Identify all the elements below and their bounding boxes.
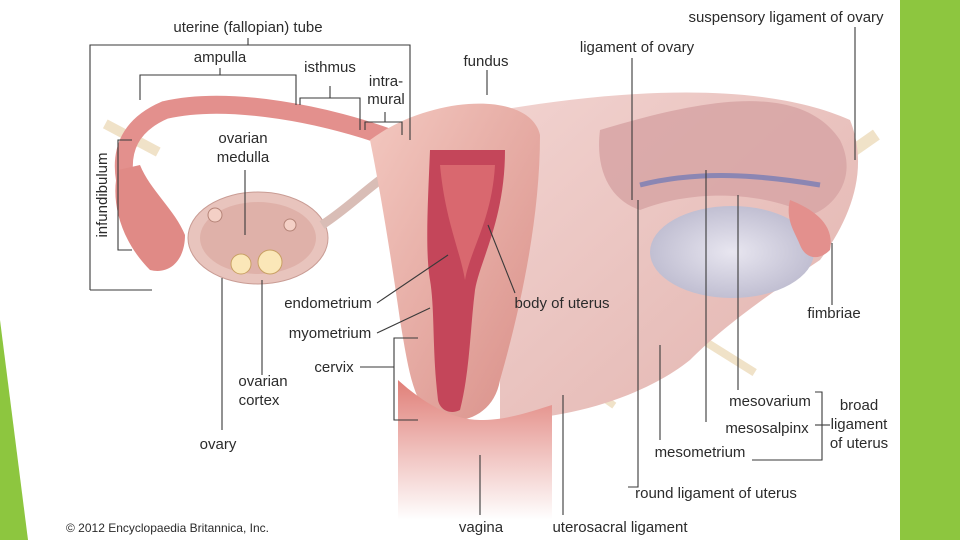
- uterine-tube-label: uterine (fallopian) tube: [173, 19, 322, 36]
- left-ovarian-ligament: [319, 176, 383, 229]
- follicle: [207, 207, 223, 223]
- broad-ligament-label-line3: of uterus: [830, 435, 888, 452]
- follicle: [283, 218, 297, 232]
- suspensory-ligament-label: suspensory ligament of ovary: [688, 9, 884, 26]
- infundibulum-label: infundibulum: [94, 152, 111, 237]
- broad-ligament-label-line2: ligament: [831, 416, 889, 433]
- broad-ligament-label-line1: broad: [840, 397, 878, 414]
- broad-ligament-bracket: [752, 391, 823, 461]
- ligament-of-ovary-label: ligament of ovary: [580, 39, 695, 56]
- mesometrium-label: mesometrium: [655, 444, 746, 461]
- isthmus-label: isthmus: [304, 59, 356, 76]
- ovarian-cortex-label-line1: ovarian: [238, 373, 287, 390]
- ampulla-bracket: [139, 74, 297, 105]
- left-infundibulum: [115, 165, 185, 271]
- follicle: [257, 249, 283, 275]
- round-ligament-line: [628, 200, 639, 488]
- cervix-label: cervix: [314, 359, 354, 376]
- fundus-label: fundus: [463, 53, 508, 70]
- intramural-label-line2: mural: [367, 91, 405, 108]
- uterosacral-ligament-label: uterosacral ligament: [552, 519, 688, 536]
- fimbriae-label: fimbriae: [807, 305, 860, 322]
- body-of-uterus-label: body of uterus: [514, 295, 609, 312]
- left-accent-triangle: [0, 320, 28, 540]
- infundibulum-inner-bracket: [117, 139, 132, 251]
- myometrium-line: [376, 307, 431, 334]
- lower-ligament-rod: [693, 332, 757, 376]
- ovarian-cortex-label-line2: cortex: [239, 392, 280, 409]
- right-accent-bar: [900, 0, 960, 540]
- uterine-tube-bracket: [89, 44, 411, 290]
- endometrium-label: endometrium: [284, 295, 372, 312]
- follicle: [230, 253, 252, 275]
- cervix-bracket: [393, 337, 418, 421]
- right-fimbriae: [788, 200, 831, 258]
- left-fallopian-tube: [114, 95, 404, 189]
- ovarian-medulla-label-line2: medulla: [217, 149, 270, 166]
- round-ligament-label: round ligament of uterus: [635, 485, 797, 502]
- intramural-bracket: [364, 121, 403, 135]
- endometrium-line: [376, 254, 449, 304]
- right-tube-fold: [599, 101, 847, 215]
- mesovarium-label: mesovarium: [729, 393, 811, 410]
- right-tube-inner: [639, 173, 821, 188]
- vagina: [398, 380, 552, 520]
- body-of-uterus-line: [487, 224, 516, 294]
- copyright-text: © 2012 Encyclopaedia Britannica, Inc.: [66, 521, 269, 535]
- vagina-label: vagina: [459, 519, 504, 536]
- right-ovary: [650, 206, 814, 298]
- myometrium-label: myometrium: [289, 325, 372, 342]
- ovarian-medulla-label-line1: ovarian: [218, 130, 267, 147]
- ampulla-label: ampulla: [194, 49, 247, 66]
- intramural-label-line1: intra-: [369, 73, 403, 90]
- mesosalpinx-label: mesosalpinx: [725, 420, 809, 437]
- ovary-label: ovary: [200, 436, 237, 453]
- endometrium-layer: [440, 165, 495, 280]
